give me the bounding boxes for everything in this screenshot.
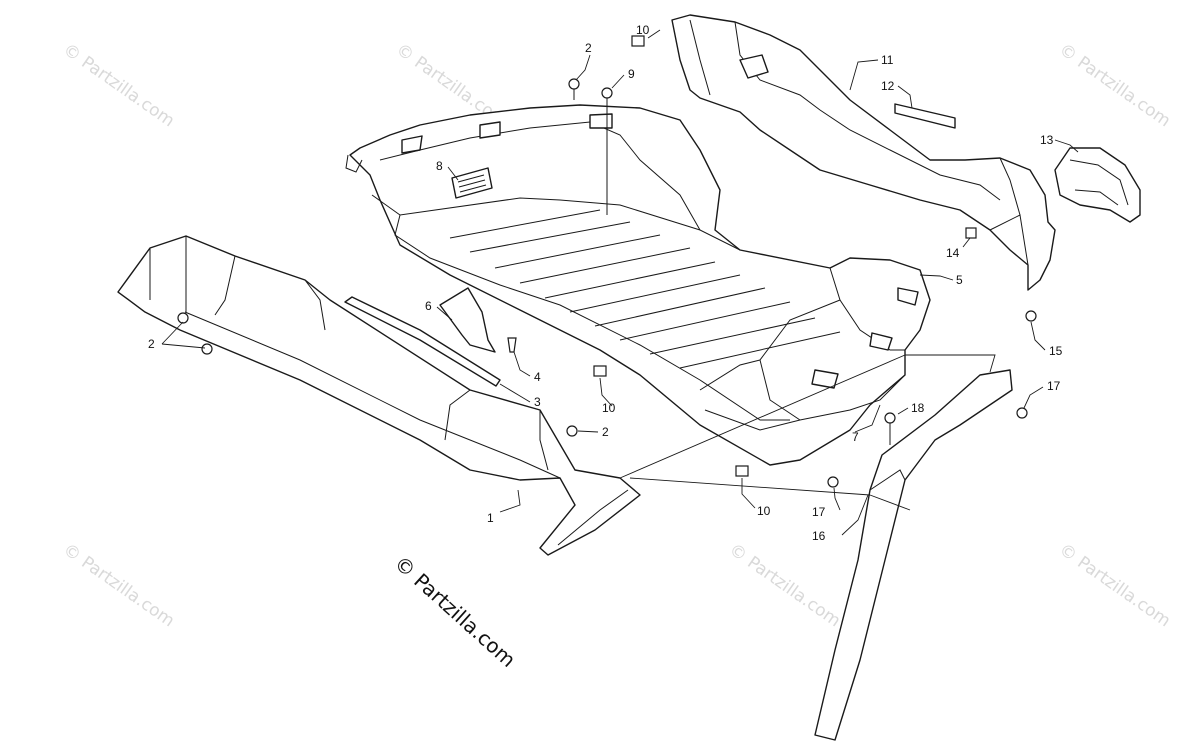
part-16-rear-fender — [814, 369, 1013, 741]
rivet-18 — [884, 412, 896, 424]
callout-5: 5 — [956, 273, 963, 287]
callout-1: 1 — [487, 511, 494, 525]
part-1-left-side-panel — [117, 235, 641, 556]
push-rivet-2d — [566, 425, 578, 437]
screw-15 — [1025, 310, 1037, 322]
part-13-tail-light — [1054, 147, 1141, 223]
nut-17a — [1016, 407, 1028, 419]
clip-10c — [735, 465, 749, 477]
callout-17-right: 17 — [1047, 379, 1061, 393]
push-rivet-2c — [201, 343, 213, 355]
callout-10-bottom: 10 — [757, 504, 771, 518]
clip-10a — [631, 35, 645, 47]
partzilla-copyright: © Partzilla.com — [390, 551, 521, 672]
washer-9 — [601, 87, 613, 99]
callout-17-bottom: 17 — [812, 505, 826, 519]
callout-10-top: 10 — [636, 23, 650, 37]
part-11-right-side-panel — [671, 14, 1056, 291]
callout-16: 16 — [812, 529, 826, 543]
callout-7: 7 — [852, 430, 859, 444]
callout-18: 18 — [911, 401, 925, 415]
callout-4: 4 — [534, 370, 541, 384]
part-6-decal — [439, 287, 496, 353]
callout-6: 6 — [425, 299, 432, 313]
callout-12: 12 — [881, 79, 895, 93]
callout-9: 9 — [628, 67, 635, 81]
callout-15: 15 — [1049, 344, 1063, 358]
push-rivet-2b — [177, 312, 189, 324]
screw-4 — [507, 337, 517, 353]
callout-2-top: 2 — [585, 41, 592, 55]
watermark-bottom-right: © Partzilla.com — [1055, 540, 1174, 632]
part-3-trim-strip — [344, 296, 501, 387]
nut-17b — [827, 476, 839, 488]
callout-3: 3 — [534, 395, 541, 409]
callout-2-left: 2 — [148, 337, 155, 351]
watermark-top-left: © Partzilla.com — [59, 40, 178, 132]
callout-8: 8 — [436, 159, 443, 173]
callout-13: 13 — [1040, 133, 1054, 147]
callout-11: 11 — [881, 53, 894, 67]
hardware — [177, 35, 1037, 488]
callouts: 1 2 2 2 3 4 5 6 7 8 9 10 10 10 11 12 13 … — [148, 23, 1063, 543]
leader-lines — [161, 29, 1079, 536]
push-rivet-2a — [568, 78, 580, 90]
callout-10-mid: 10 — [602, 401, 616, 415]
watermark-bottom-mid: © Partzilla.com — [725, 540, 844, 632]
nut-14 — [965, 227, 977, 239]
watermark-top-right: © Partzilla.com — [1055, 40, 1174, 132]
part-12-decal — [894, 103, 956, 129]
part-7-trim — [704, 374, 906, 431]
callout-2-mid: 2 — [602, 425, 609, 439]
watermark-bottom-left: © Partzilla.com — [59, 540, 178, 632]
callout-14: 14 — [946, 246, 960, 260]
clip-10b — [593, 365, 607, 377]
